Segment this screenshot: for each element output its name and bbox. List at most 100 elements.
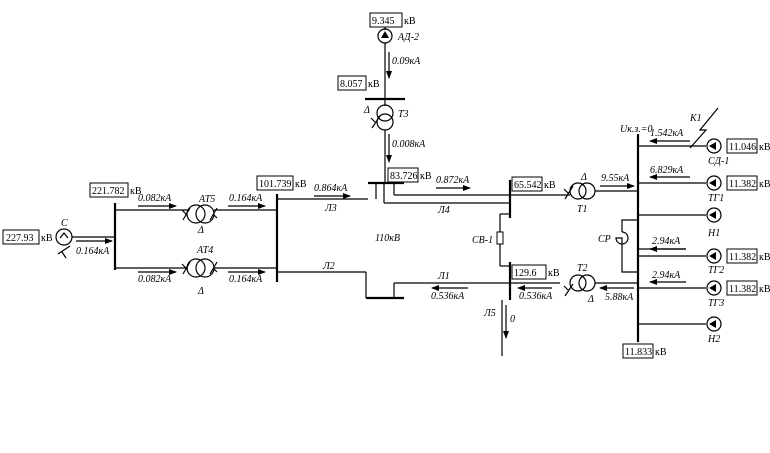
unit-at-bus: кВ	[130, 186, 142, 197]
voltage-box-sd1	[726, 138, 758, 154]
label-sr: СР	[598, 234, 611, 245]
generator-tg1: 6.829кА 11.382 кВ ТГ1	[638, 165, 770, 204]
label-k1: К1	[689, 113, 702, 124]
unit-l4-bus: кВ	[420, 171, 432, 182]
voltage-t2-hv: 129.6	[514, 268, 537, 279]
label-l4: Л4	[437, 205, 450, 216]
source-c: 227.93 кВ С 0.164кА	[2, 218, 115, 259]
unit-t2-hv: кВ	[548, 268, 560, 279]
voltage-c: 227.93	[6, 233, 34, 244]
label-t3: Т3	[398, 109, 409, 120]
current-at4-in: 0.082кА	[138, 274, 172, 285]
current-l1-left: 0.536кА	[431, 291, 465, 302]
voltage-t1-hv: 65.542	[514, 180, 542, 191]
tg1-symbol	[706, 175, 722, 191]
reactor-sr: СР 2.94кА	[598, 219, 686, 273]
ad2-arrow-icon	[381, 31, 389, 38]
tg3-arrow-icon	[709, 284, 716, 292]
voltage-ad2: 9.345	[372, 16, 395, 27]
tg2-arrow-icon	[709, 252, 716, 260]
voltage-tg2: 11.382	[729, 252, 756, 263]
voltage-box-l3-bus	[256, 175, 294, 191]
label-l3: Л3	[324, 203, 337, 214]
at5-regulator-icon	[181, 207, 191, 221]
current-ad2: 0.09кА	[392, 56, 421, 67]
voltage-box-tg1	[726, 175, 758, 191]
voltage-box-c	[2, 229, 40, 245]
current-tg1: 6.829кА	[650, 165, 684, 176]
ground-icon	[57, 245, 71, 259]
voltage-box-tg2	[726, 248, 758, 264]
tg2-symbol	[706, 248, 722, 264]
current-l3: 0.864кА	[314, 183, 348, 194]
label-t2: Т2	[577, 263, 588, 274]
current-l5: 0	[510, 314, 515, 325]
autotransformer-at4: 0.082кА АТ4 Δ 0.164кА	[115, 245, 277, 297]
voltage-box-at-bus	[89, 182, 129, 198]
label-tg3: ТГ3	[708, 298, 724, 309]
fault-lightning-icon	[689, 107, 719, 149]
unit-ad2: кВ	[404, 16, 416, 27]
bus-220: 221.782 кВ	[89, 182, 142, 270]
label-sv1: СВ-1	[472, 235, 493, 246]
line-l3: 0.864кА Л3	[277, 183, 368, 214]
current-l1-right: 0.536кА	[519, 291, 553, 302]
voltage-box-lv-bus	[622, 343, 654, 359]
voltage-box-t3-bus	[337, 75, 367, 91]
sr-loop	[621, 219, 638, 273]
current-c: 0.164кА	[76, 246, 110, 257]
sv1-switch	[496, 231, 504, 245]
voltage-tg1: 11.382	[729, 179, 756, 190]
voltage-box-t2-hv	[511, 264, 547, 280]
sd1-arrow-icon	[709, 142, 716, 150]
t2-regulator-icon	[563, 283, 574, 297]
bus-110-sections: СВ-1 65.542 кВ 129.6 кВ 0.536кА Л5 0	[472, 176, 560, 356]
t1-winding-1	[569, 182, 587, 200]
t2-delta: Δ	[587, 294, 594, 305]
label-ukz: Uк.з.=0	[620, 124, 653, 135]
source-arrow-icon	[59, 232, 69, 239]
label-sd1: СД-1	[708, 156, 729, 167]
label-n1: Н1	[707, 228, 720, 239]
n1-symbol	[706, 207, 722, 223]
current-sr2: 2.94кА	[652, 270, 681, 281]
load-n1: Н1	[638, 207, 722, 239]
unit-c: кВ	[41, 233, 53, 244]
transformer-t1: Δ Т1 9.55кА	[510, 172, 638, 215]
generator-tg3: 2.94кА 11.382 кВ ТГ3	[638, 270, 770, 309]
label-l2: Л2	[322, 261, 335, 272]
current-t3: 0.008кА	[392, 139, 426, 150]
label-ad2: АД-2	[397, 32, 419, 43]
t3-winding-1	[376, 104, 394, 122]
load-n2: Н2	[638, 316, 722, 345]
voltage-l3-bus: 101.739	[259, 179, 292, 190]
bus-lv: 11.833 кВ Uк.з.=0	[620, 124, 667, 359]
line-l2: Л2	[277, 261, 367, 298]
at4-regulator-icon-2	[209, 261, 218, 275]
unit-l3-bus: кВ	[295, 179, 307, 190]
label-tg2: ТГ2	[708, 265, 724, 276]
n2-symbol	[706, 316, 722, 332]
label-110kv: 110кВ	[375, 233, 400, 244]
label-at4: АТ4	[196, 245, 213, 256]
at4-regulator-icon	[181, 261, 191, 275]
line-l1: 0.536кА Л1	[366, 271, 510, 302]
voltage-box-t1-hv	[511, 176, 543, 192]
current-at5-out: 0.164кА	[229, 193, 263, 204]
label-tg1: ТГ1	[708, 193, 724, 204]
unit-lv-bus: кВ	[655, 347, 667, 358]
unit-sd1: кВ	[759, 142, 770, 153]
tg1-arrow-icon	[709, 179, 716, 187]
unit-tg2: кВ	[759, 252, 770, 263]
voltage-tg3: 11.382	[729, 284, 756, 295]
current-sd1: 1.542кА	[650, 128, 684, 139]
label-n2: Н2	[707, 334, 720, 345]
bus-l4: 83.726 кВ 0.872кА Л4	[368, 167, 510, 216]
t1-regulator-icon	[563, 185, 574, 200]
transformer-t2: Δ Т2 5.88кА	[563, 263, 638, 305]
current-at5-in: 0.082кА	[138, 193, 172, 204]
unit-t3-bus: кВ	[368, 79, 380, 90]
voltage-lv-bus: 11.833	[625, 347, 652, 358]
current-at4-out: 0.164кА	[229, 274, 263, 285]
